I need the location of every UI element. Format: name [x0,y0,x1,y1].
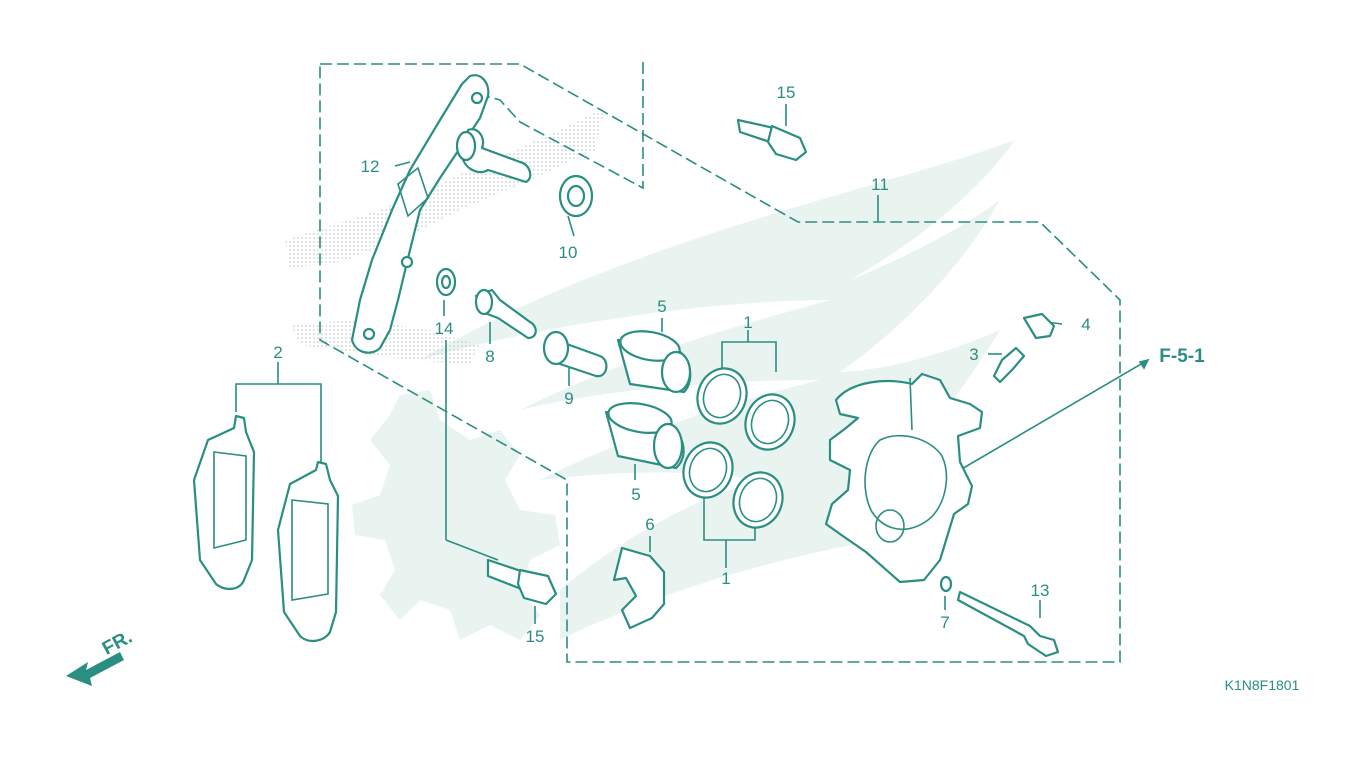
caliper-body-part-11 [824,372,984,584]
brake-pad-part-2-rear [276,460,340,642]
halftone-shading [285,108,605,365]
bleeder-cap-part-4 [1022,312,1056,340]
brake-pad-part-2-front [192,414,256,590]
callout-8: 8 [485,347,494,366]
callout-7: 7 [940,613,949,632]
callout-13: 13 [1031,581,1050,600]
callout-5-top: 5 [657,297,666,316]
callout-6: 6 [645,515,654,534]
boot-part-14 [435,267,457,297]
pin-part-13 [956,590,1060,658]
callout-9: 9 [564,389,573,408]
bolt-part-15-lower [486,558,558,606]
callout-1-top: 1 [743,313,752,332]
front-direction-arrow [66,652,124,686]
upper-slide-pin [455,128,532,184]
boot-part-10 [558,174,594,218]
callout-15-top: 15 [777,83,796,102]
figure-code: K1N8F1801 [1225,677,1300,693]
ring-part-7 [939,575,953,593]
bolt-part-15-upper [736,118,808,162]
caliper-assembly-boundary [319,62,1121,663]
direction-label: FR. [99,627,136,660]
callout-14: 14 [435,319,454,338]
caliper-bracket-part-12 [350,74,490,354]
bleeder-part-3 [992,346,1026,384]
callout-4: 4 [1081,315,1090,334]
callout-1-bottom: 1 [721,569,730,588]
leader-lines [235,104,1150,624]
callout-12: 12 [361,157,380,176]
reference-label[interactable]: F-5-1 [1159,346,1205,367]
callout-3: 3 [969,345,978,364]
callout-5-bottom: 5 [631,485,640,504]
callout-2: 2 [273,343,282,362]
pad-spring-part-6 [612,546,666,630]
pin-bolt-part-8 [474,288,537,340]
piston-part-5-upper [616,330,692,394]
piston-seals-part-1 [682,367,796,529]
piston-part-5-lower [604,402,685,470]
callout-15-bottom: 15 [526,627,545,646]
callout-10: 10 [559,243,578,262]
sleeve-part-9 [542,330,608,378]
callout-11: 11 [871,175,889,194]
